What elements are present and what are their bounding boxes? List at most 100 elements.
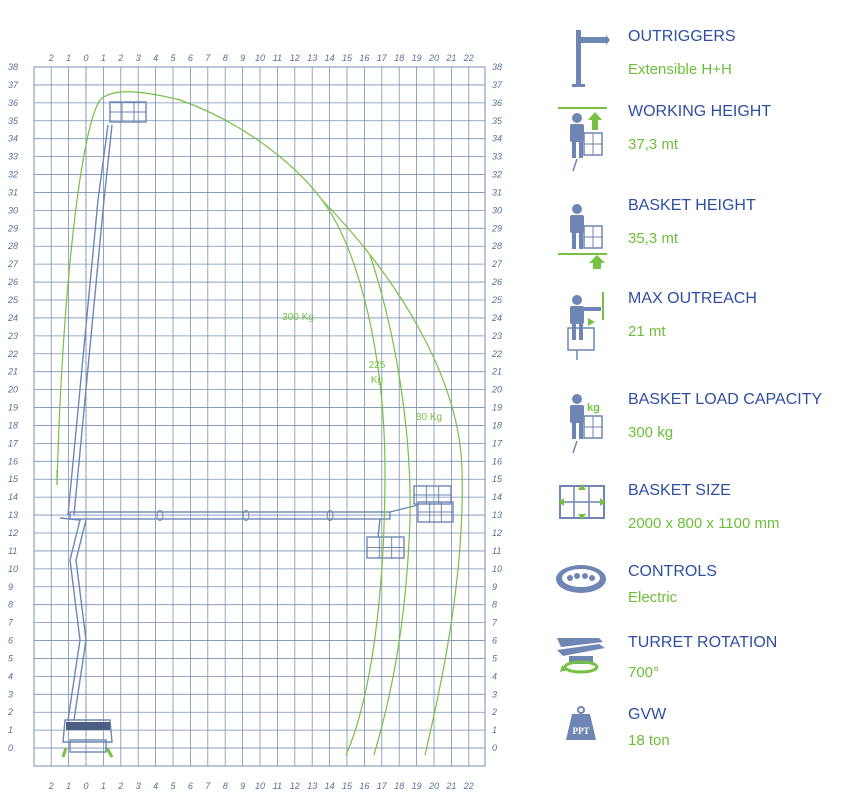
y-tick-label: 23 xyxy=(7,331,18,341)
y-tick-label: 5 xyxy=(492,653,498,663)
y-tick-label: 1 xyxy=(492,725,497,735)
y-tick-label: 21 xyxy=(7,367,18,377)
zone-label-line: Kg xyxy=(371,375,383,386)
x-tick-label: 9 xyxy=(240,53,245,63)
x-tick-label: 19 xyxy=(412,781,422,791)
lower-boom xyxy=(59,517,81,721)
y-tick-label: 14 xyxy=(8,492,18,502)
y-tick-label: 10 xyxy=(8,564,18,574)
y-tick-label: 22 xyxy=(7,349,18,359)
x-tick-label: 7 xyxy=(205,53,211,63)
spec-basket-load: kg BASKET LOAD CAPACITY 300 kg xyxy=(555,391,851,471)
x-tick-label: 3 xyxy=(136,53,141,63)
upper-boom xyxy=(67,124,109,516)
x-tick-label: 21 xyxy=(445,781,456,791)
horizontal-boom xyxy=(69,511,391,520)
spec-max-outreach: MAX OUTREACH 21 mt xyxy=(555,290,851,370)
chassis xyxy=(62,719,113,743)
y-tick-label: 19 xyxy=(8,403,18,413)
grid xyxy=(33,66,486,767)
x-tick-label: 14 xyxy=(325,53,335,63)
outrigger-left xyxy=(61,747,68,758)
boom-joint xyxy=(156,510,164,521)
y-tick-label: 13 xyxy=(8,510,18,520)
y-tick-label: 30 xyxy=(8,205,18,215)
outrigger-right xyxy=(105,747,114,758)
y-tick-label: 27 xyxy=(7,259,19,269)
y-tick-label: 3 xyxy=(492,689,497,699)
spec-title: GVW xyxy=(628,706,667,723)
x-tick-label: 19 xyxy=(412,53,422,63)
x-tick-label: 2 xyxy=(117,781,123,791)
x-tick-label: 1 xyxy=(101,781,106,791)
controls-icon xyxy=(556,565,606,593)
y-tick-label: 28 xyxy=(491,241,502,251)
x-tick-label: 14 xyxy=(325,781,335,791)
x-tick-label: 8 xyxy=(223,781,228,791)
y-tick-label: 34 xyxy=(8,134,18,144)
x-tick-label: 4 xyxy=(153,53,158,63)
x-tick-label: 11 xyxy=(273,53,282,63)
y-tick-label: 15 xyxy=(492,474,503,484)
x-tick-label: 12 xyxy=(290,781,300,791)
x-tick-label: 16 xyxy=(359,781,369,791)
x-tick-label: 8 xyxy=(223,53,228,63)
y-tick-label: 35 xyxy=(492,116,503,126)
boom-joint xyxy=(326,510,334,521)
spec-title: WORKING HEIGHT xyxy=(628,103,772,120)
spec-title: BASKET HEIGHT xyxy=(628,197,756,214)
lower-boom-edge xyxy=(73,519,87,721)
spec-value: 2000 x 800 x 1100 mm xyxy=(628,515,780,532)
y-tick-label: 11 xyxy=(8,546,17,556)
working-envelope xyxy=(56,91,463,756)
spec-value: 35,3 mt xyxy=(628,230,679,247)
y-tick-label: 33 xyxy=(492,152,502,162)
y-tick-label: 30 xyxy=(492,205,502,215)
y-tick-label: 2 xyxy=(7,707,13,717)
spec-value: Extensible H+H xyxy=(628,61,732,78)
x-tick-label: 16 xyxy=(359,53,369,63)
x-tick-label: 17 xyxy=(377,781,388,791)
aerial-platform-drawing xyxy=(59,101,454,758)
y-tick-label: 17 xyxy=(8,438,19,448)
x-tick-label: 18 xyxy=(394,781,404,791)
x-tick-label: 3 xyxy=(136,781,141,791)
x-tick-label: 1 xyxy=(66,53,71,63)
x-tick-label: 6 xyxy=(188,781,193,791)
x-tick-label: 20 xyxy=(428,53,439,63)
y-tick-label: 25 xyxy=(491,295,503,305)
y-tick-label: 27 xyxy=(491,259,503,269)
x-tick-label: 7 xyxy=(205,781,211,791)
y-tick-label: 18 xyxy=(492,420,502,430)
y-tick-label: 11 xyxy=(492,546,501,556)
y-tick-label: 8 xyxy=(8,600,13,610)
y-tick-label: 0 xyxy=(8,743,13,753)
zone-label: 80 Kg xyxy=(416,412,442,423)
y-tick-label: 26 xyxy=(7,277,18,287)
x-tick-label: 22 xyxy=(463,781,474,791)
y-tick-label: 6 xyxy=(492,636,497,646)
x-tick-label: 22 xyxy=(463,53,474,63)
y-tick-label: 0 xyxy=(492,743,497,753)
spec-working-height: WORKING HEIGHT 37,3 mt xyxy=(555,103,851,183)
x-tick-label: 15 xyxy=(342,53,353,63)
y-tick-label: 37 xyxy=(8,80,19,90)
upper-boom-edge xyxy=(73,124,113,516)
x-tick-label: 1 xyxy=(101,53,106,63)
basket-load-icon: kg xyxy=(570,394,603,454)
x-tick-label: 2 xyxy=(117,53,123,63)
y-tick-label: 13 xyxy=(492,510,502,520)
y-tick-label: 9 xyxy=(492,582,497,592)
envelope-curve xyxy=(321,199,463,756)
x-tick-label: 5 xyxy=(170,53,176,63)
boom-joint xyxy=(242,510,250,521)
x-tick-label: 12 xyxy=(290,53,300,63)
y-tick-label: 25 xyxy=(7,295,19,305)
x-tick-label: 18 xyxy=(394,53,404,63)
y-tick-label: 38 xyxy=(492,62,502,72)
spec-title: OUTRIGGERS xyxy=(628,28,736,45)
x-tick-label: 21 xyxy=(445,53,456,63)
envelope-curve xyxy=(321,199,386,756)
